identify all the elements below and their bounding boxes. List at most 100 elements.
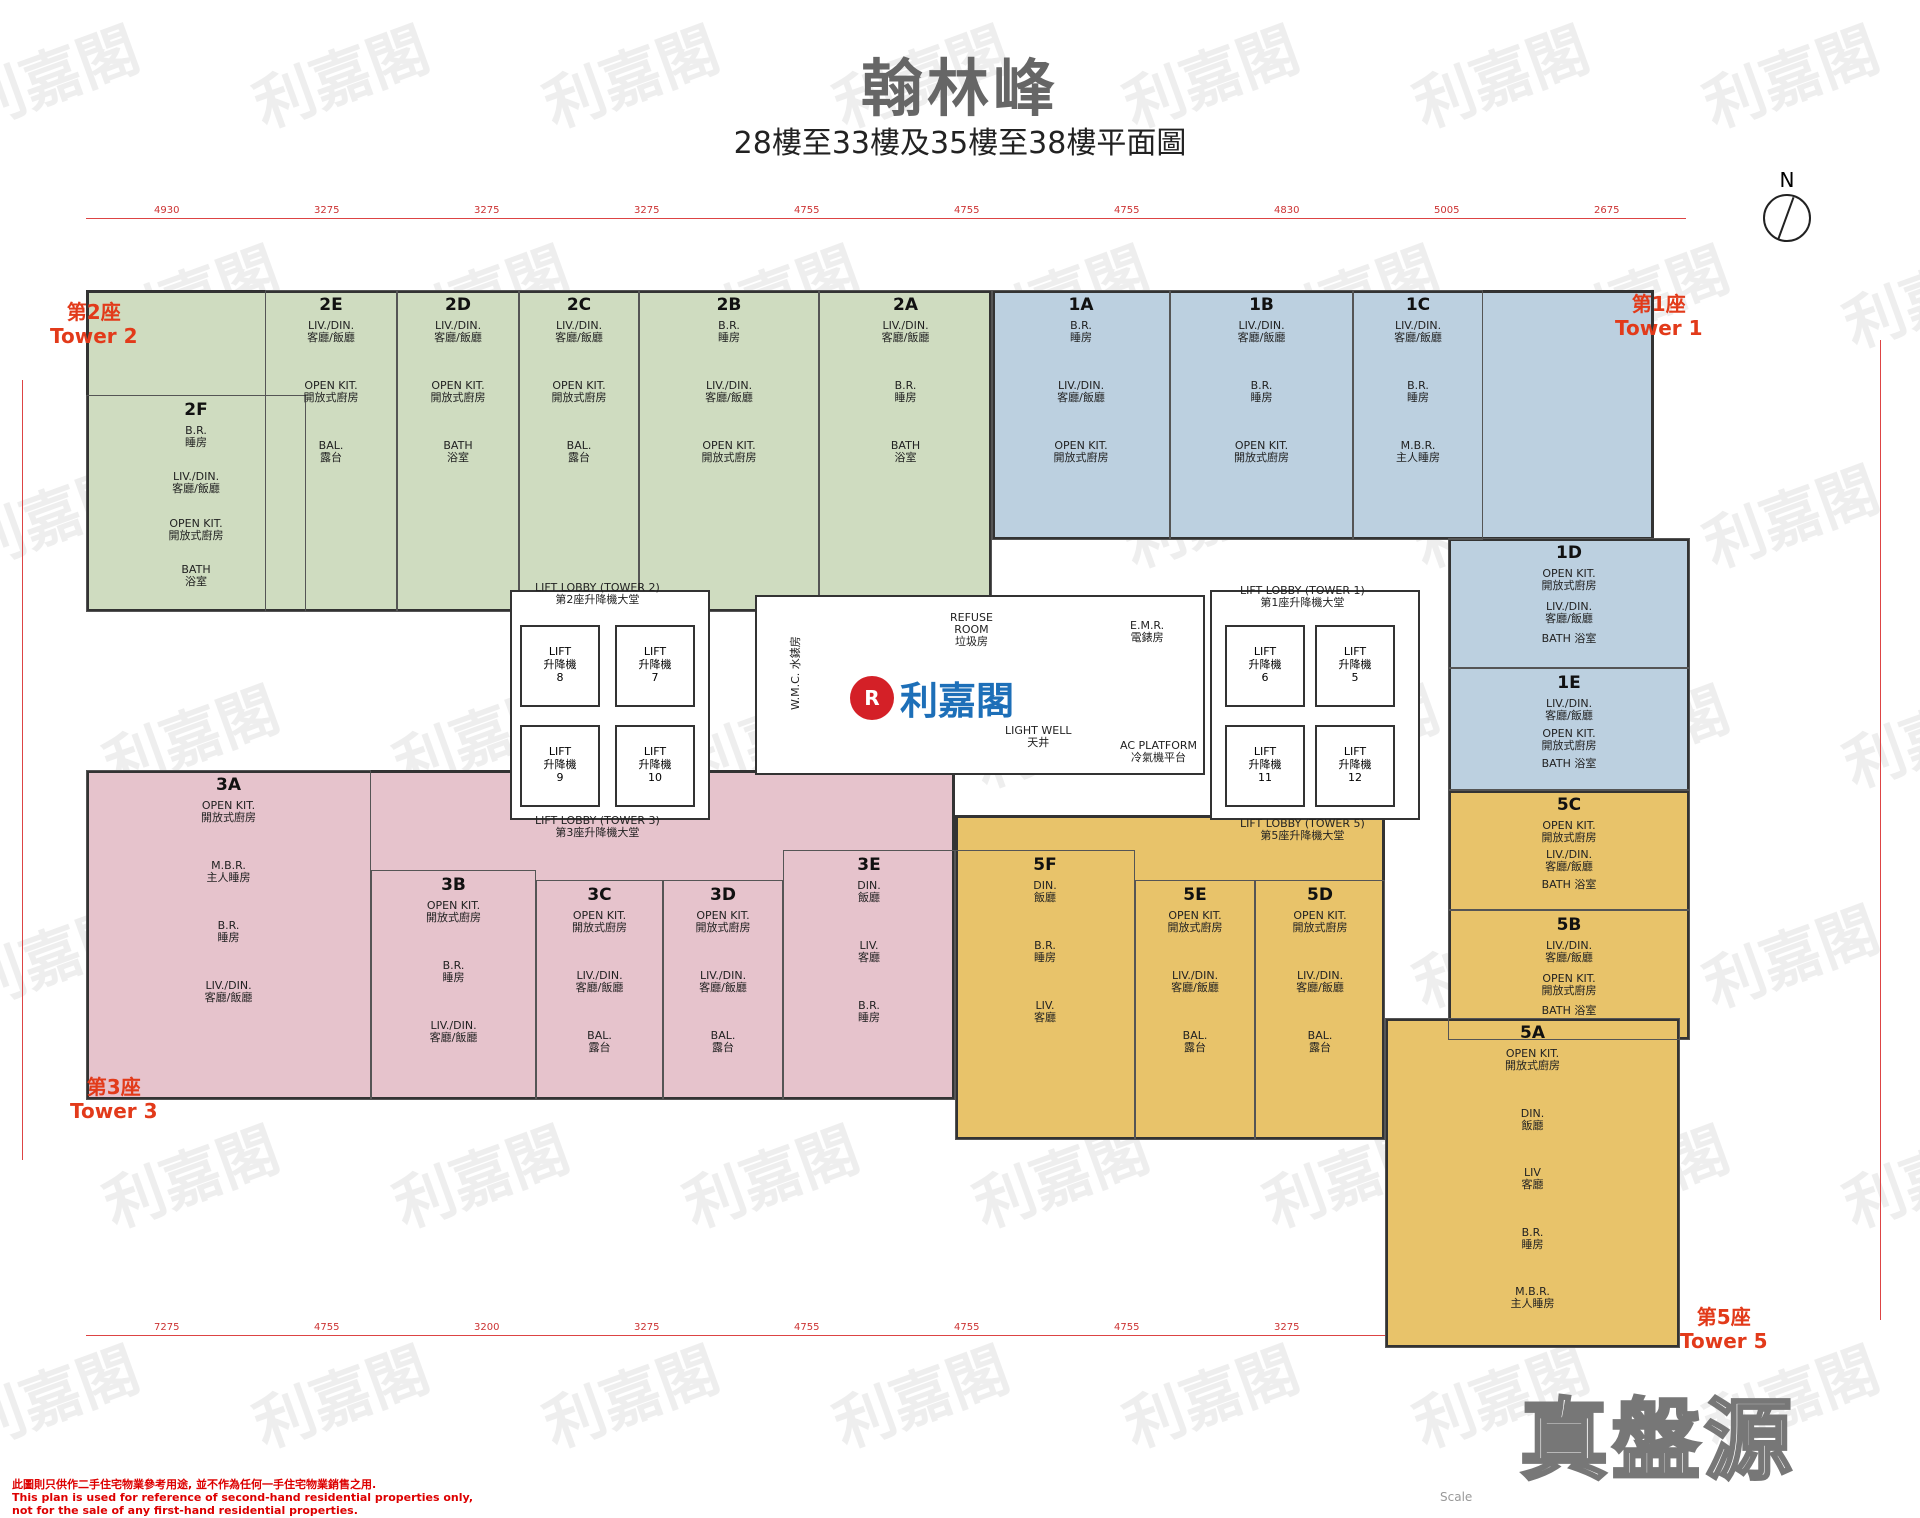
room-label: B.R. 睡房	[1070, 319, 1092, 344]
lobby-tower-2: LIFT LOBBY (TOWER 2) 第2座升降機大堂	[535, 581, 660, 606]
unit-outline	[1255, 880, 1385, 1140]
lobby-tower-3: LIFT LOBBY (TOWER 3) 第3座升降機大堂	[535, 814, 660, 839]
room-label: LIV./DIN. 客廳/飯廳	[1057, 379, 1105, 404]
room-label: OPEN KIT. 開放式廚房	[1541, 819, 1597, 844]
unit-outline	[1170, 290, 1353, 540]
room-label: OPEN KIT. 開放式廚房	[1541, 971, 1597, 997]
dimension-value: 5005	[1434, 205, 1460, 216]
lift: LIFT 升降機 10	[615, 725, 695, 807]
room-label: BATH 浴室	[1541, 632, 1597, 646]
room-label: LIV./DIN. 客廳/飯廳	[881, 319, 930, 344]
lift: LIFT 升降機 6	[1225, 625, 1305, 707]
unit-label: 5F	[1033, 855, 1057, 875]
unit-label: 1C	[1405, 295, 1431, 315]
unit-label: 3D	[710, 885, 736, 905]
room-label: OPEN KIT. 開放式廚房	[1292, 909, 1348, 934]
room-label: OPEN KIT. 開放式廚房	[1541, 727, 1597, 752]
room-label: BATH 浴室	[443, 439, 473, 464]
tower-label-en: Tower 1	[1615, 316, 1703, 340]
dimension-value: 4930	[154, 205, 180, 216]
tower-5-block	[955, 815, 1385, 1140]
room-label: LIV./DIN. 客廳/飯廳	[705, 379, 753, 404]
room-label: OPEN KIT. 開放式廚房	[695, 909, 751, 934]
dimension-value: 7275	[154, 1322, 180, 1333]
room-label: BAL. 露台	[587, 1029, 612, 1054]
tower-label-en: Tower 5	[1680, 1329, 1768, 1353]
watermark-text: 利嘉閣	[825, 1334, 1019, 1463]
tower-label-cn: 第2座	[66, 300, 121, 324]
unit-outline	[371, 870, 536, 1100]
unit-label: 2A	[893, 295, 918, 315]
light-well: LIGHT WELL 天井	[1005, 724, 1072, 749]
unit-outline	[536, 880, 663, 1100]
room-label: OPEN KIT. 開放式廚房	[551, 379, 607, 404]
unit-label: 3E	[857, 855, 881, 875]
room-label: DIN. 飯廳	[857, 879, 881, 904]
room-label: LIV./DIN. 客廳/飯廳	[1545, 939, 1593, 964]
room-label: LIV./DIN. 客廳/飯廳	[429, 1019, 478, 1044]
watermark-text: 利嘉閣	[1695, 894, 1889, 1023]
watermark-text: 利嘉閣	[1695, 454, 1889, 583]
tower-label-en: Tower 2	[50, 324, 138, 348]
dimension-value: 2675	[1594, 205, 1620, 216]
watermark-text: 利嘉閣	[385, 1114, 579, 1243]
dimension-value: 3275	[1274, 1322, 1300, 1333]
room-label: BATH 浴室	[1541, 877, 1597, 891]
north-arrow-icon: N	[1762, 168, 1812, 244]
lobby-tower-1: LIFT LOBBY (TOWER 1) 第1座升降機大堂	[1240, 584, 1365, 609]
unit-label: 1E	[1557, 673, 1581, 693]
room-label: OPEN KIT. 開放式廚房	[303, 379, 359, 404]
unit-outline	[86, 395, 306, 612]
lift: LIFT 升降機 7	[615, 625, 695, 707]
room-label: LIV./DIN. 客廳/飯廳	[1545, 599, 1593, 625]
dimension-line	[86, 218, 1686, 219]
unit-outline	[86, 770, 371, 1100]
room-label: LIV./DIN. 客廳/飯廳	[699, 969, 747, 994]
room-label: DIN. 飯廳	[1033, 879, 1057, 904]
room-label: BATH 浴室	[1541, 1004, 1597, 1018]
watermark-text: 利嘉閣	[95, 1114, 289, 1243]
tower-5-block-5a	[1385, 1018, 1680, 1348]
disclaimer: 此圖則只供作二手住宅物業參考用途, 並不作為任何一手住宅物業銷售之用. This…	[12, 1478, 473, 1517]
lobby-tower-5: LIFT LOBBY (TOWER 5) 第5座升降機大堂	[1240, 817, 1365, 842]
room-label: LIV./DIN. 客廳/飯廳	[575, 969, 624, 994]
unit-label: 5B	[1556, 915, 1582, 935]
logo-text: 利嘉閣	[900, 679, 1015, 723]
room-label: LIV./DIN. 客廳/飯廳	[172, 470, 220, 496]
dimension-value: 3275	[314, 205, 340, 216]
dimension-value: 4755	[1114, 1322, 1140, 1333]
lift: LIFT 升降機 11	[1225, 725, 1305, 807]
unit-label: 1B	[1249, 295, 1274, 315]
room-label: OPEN KIT. 開放式廚房	[1167, 909, 1223, 934]
tower-label-cn: 第5座	[1696, 1305, 1751, 1329]
room-label: B.R. 睡房	[718, 319, 740, 344]
room-label: M.B.R. 主人睡房	[1396, 439, 1440, 464]
room-label: B.R. 睡房	[185, 424, 207, 449]
unit-label: 2D	[445, 295, 471, 315]
room-label: BATH 浴室	[181, 562, 211, 588]
unit-label: 2E	[319, 295, 343, 315]
dimension-value: 4830	[1274, 205, 1300, 216]
room-label: OPEN KIT. 開放式廚房	[426, 899, 481, 924]
dimension-line-right	[1880, 340, 1881, 1320]
lift: LIFT 升降機 5	[1315, 625, 1395, 707]
room-label: B.R. 睡房	[858, 999, 880, 1024]
unit-label: 5E	[1183, 885, 1207, 905]
dimension-line-left	[22, 380, 23, 1160]
room-label: LIV./DIN. 客廳/飯廳	[1545, 848, 1593, 874]
room-label: LIV./DIN. 客廳/飯廳	[1171, 969, 1219, 994]
unit-outline	[1385, 1018, 1680, 1348]
room-label: BAL. 露台	[566, 439, 592, 464]
room-label: B.R. 睡房	[217, 919, 240, 944]
unit-label: 3B	[441, 875, 466, 895]
watermark-text: 利嘉閣	[245, 1334, 439, 1463]
refuse-room: REFUSE ROOM 垃圾房	[950, 611, 993, 648]
tower-1-block-east	[1448, 538, 1690, 792]
room-label: B.R. 睡房	[1407, 379, 1429, 404]
unit-outline	[992, 290, 1170, 540]
room-label: LIV./DIN. 客廳/飯廳	[1296, 969, 1344, 994]
dimension-value: 4755	[1114, 205, 1140, 216]
unit-outline	[1135, 880, 1255, 1140]
